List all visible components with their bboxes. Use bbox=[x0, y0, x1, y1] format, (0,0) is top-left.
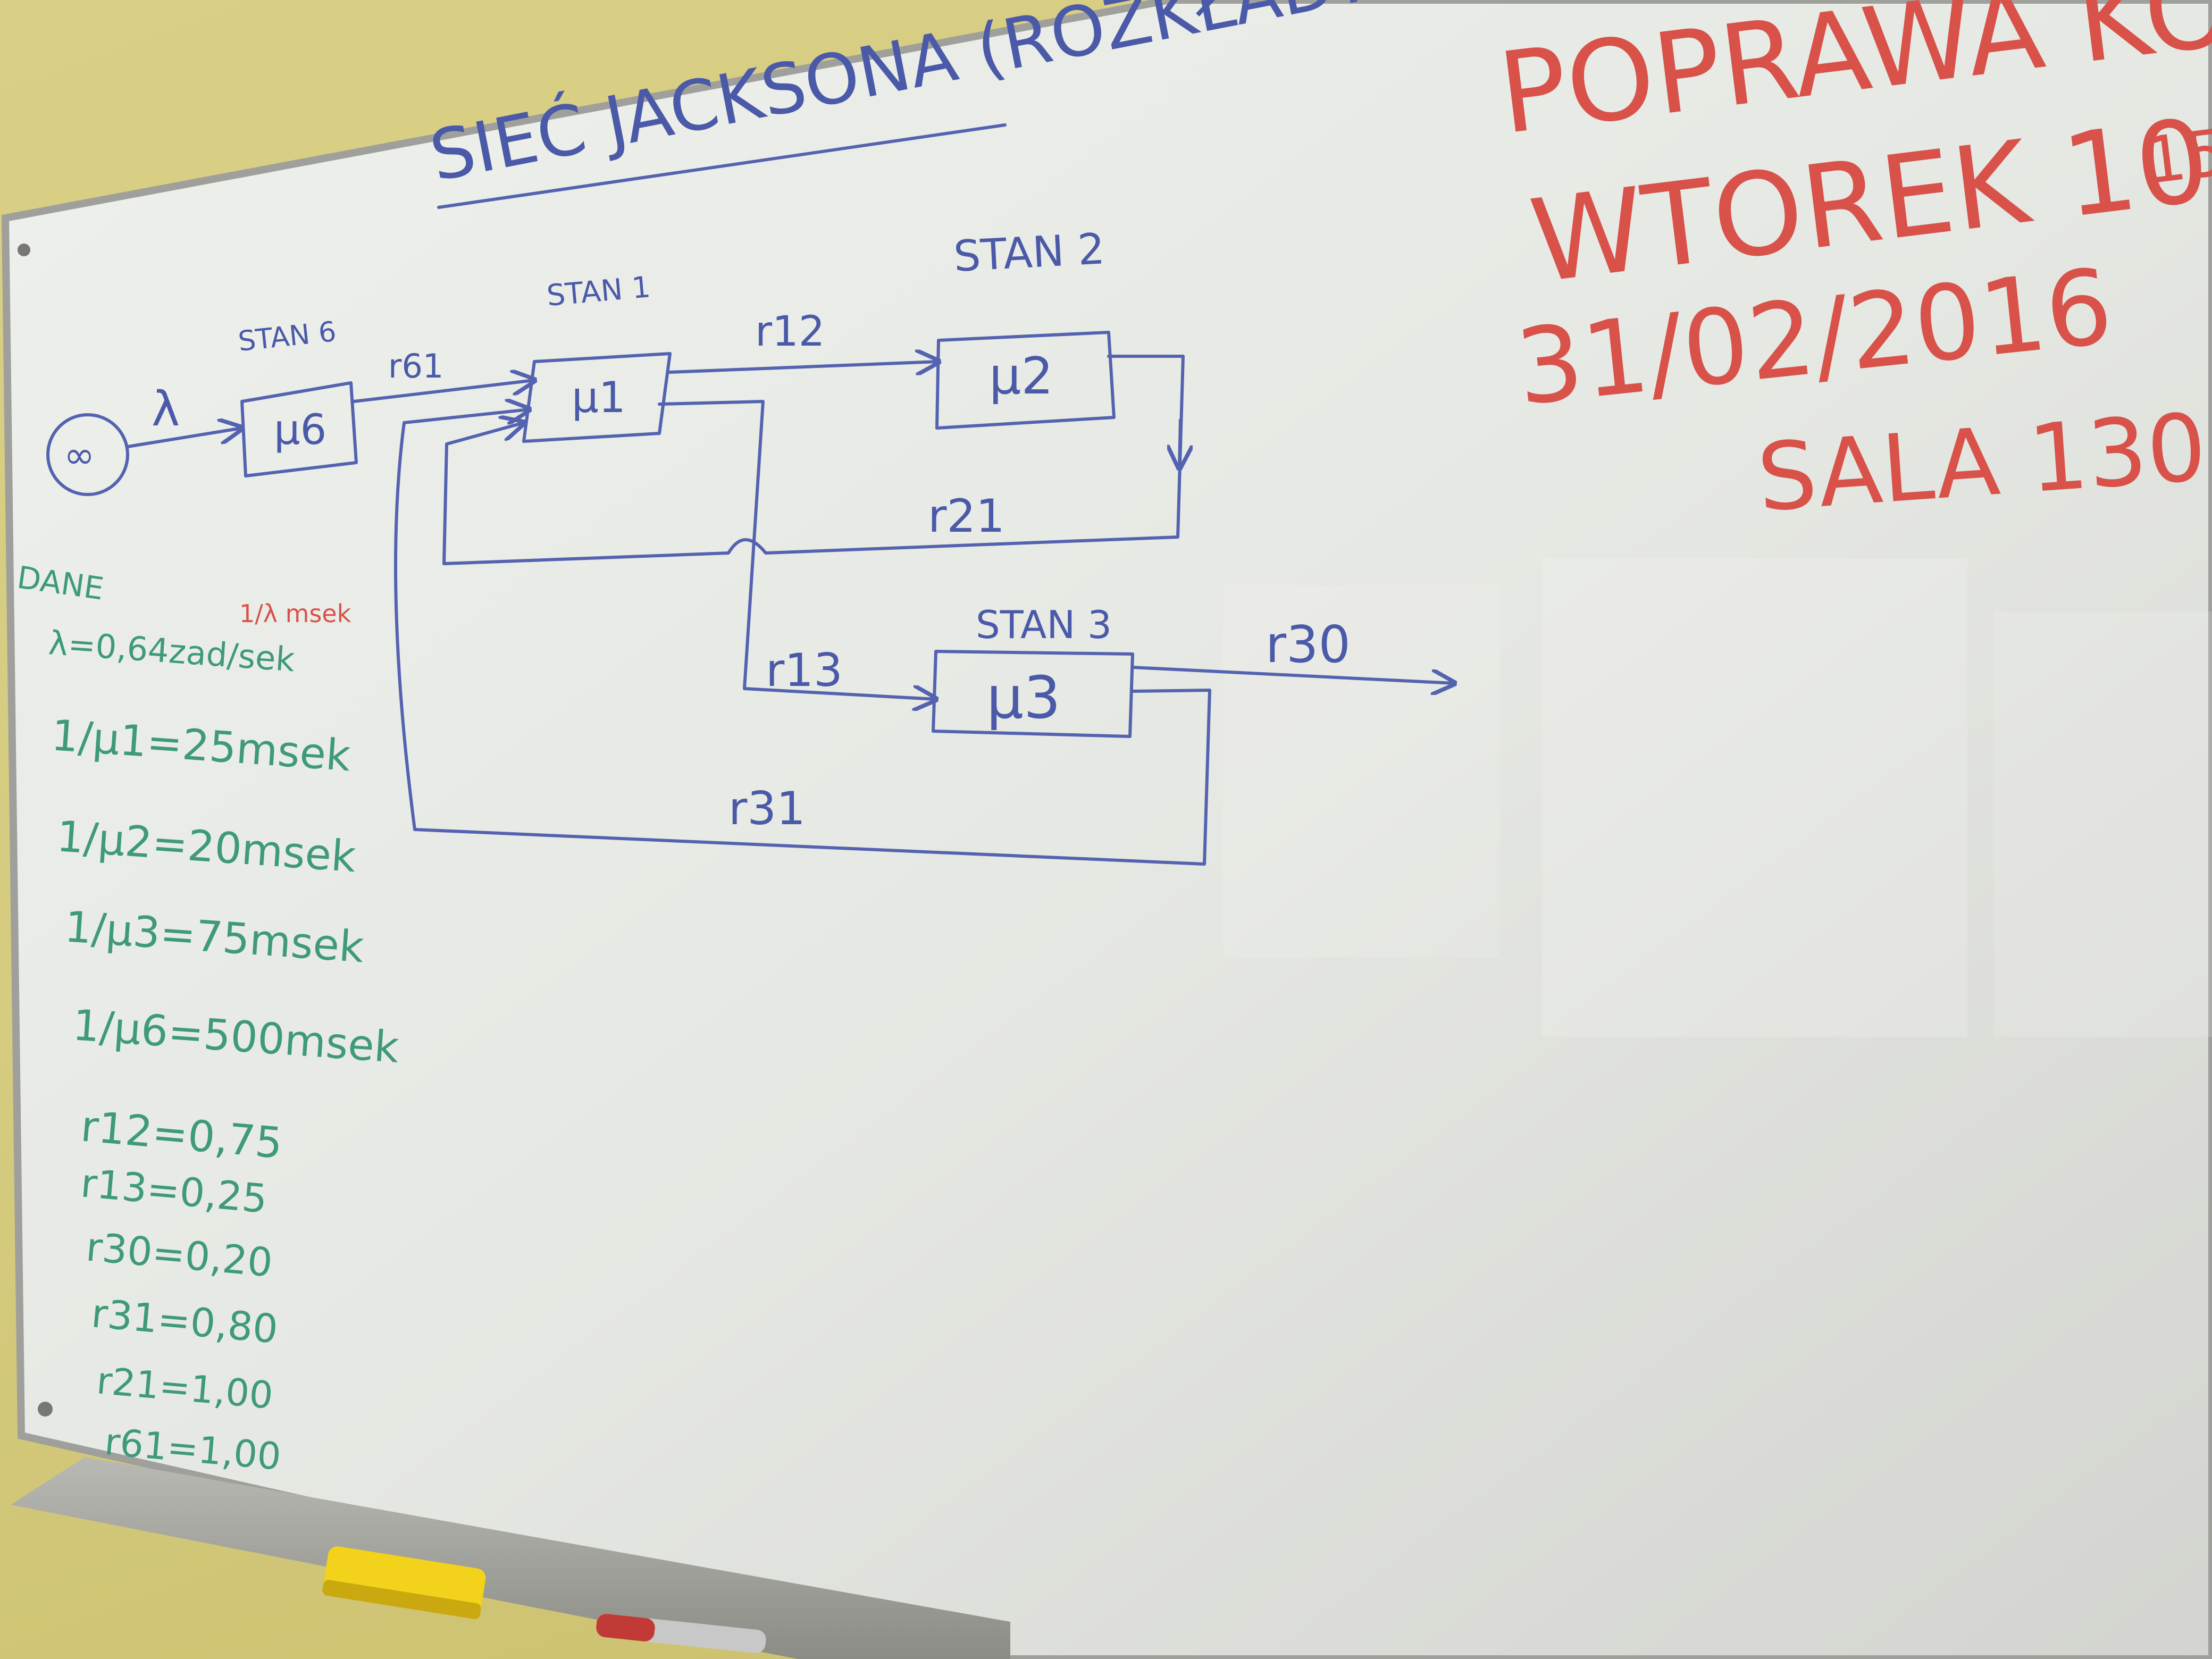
arrival-arrow bbox=[126, 428, 242, 448]
notice-line-2-superscript: 15 bbox=[2141, 115, 2212, 199]
state-2-label: STAN 2 bbox=[952, 224, 1106, 281]
mount-screw bbox=[18, 244, 30, 256]
state-3-label: STAN 3 bbox=[976, 602, 1112, 647]
edge-r21-label: r21 bbox=[928, 490, 1005, 543]
state-1-mu: μ1 bbox=[572, 373, 626, 422]
marker-tray bbox=[11, 1457, 1010, 1659]
edge-r21 bbox=[442, 355, 1185, 565]
lambda-label: λ bbox=[152, 381, 180, 437]
edge-r21-down-arrow bbox=[1179, 418, 1180, 468]
source-node-label: ∞ bbox=[64, 433, 95, 477]
edge-r13 bbox=[658, 400, 936, 699]
window-reflection bbox=[1223, 585, 1499, 957]
state-6-mu: μ6 bbox=[274, 406, 326, 454]
state-6-box bbox=[240, 381, 358, 477]
window-reflection bbox=[1542, 558, 1967, 1037]
edge-r31 bbox=[394, 409, 1211, 866]
edge-r30 bbox=[1131, 666, 1454, 683]
edge-r30-label: r30 bbox=[1266, 616, 1351, 674]
state-2-box bbox=[935, 331, 1116, 430]
window-reflection bbox=[1994, 611, 2212, 1037]
edge-r61-label: r61 bbox=[388, 347, 443, 386]
red-marker bbox=[596, 1614, 766, 1653]
given-lambda-note: 1/λ msek bbox=[239, 599, 351, 628]
state-3-box bbox=[932, 650, 1134, 738]
state-3-mu: μ3 bbox=[986, 664, 1061, 732]
state-2-mu: μ2 bbox=[989, 347, 1053, 406]
edge-r12-label: r12 bbox=[755, 308, 825, 356]
edge-r13-label: r13 bbox=[766, 644, 843, 697]
edge-r61 bbox=[352, 380, 534, 403]
eraser bbox=[322, 1546, 486, 1619]
edge-r31-label: r31 bbox=[728, 782, 806, 835]
title-underline bbox=[437, 123, 1007, 209]
edge-r12 bbox=[668, 362, 939, 372]
mount-screw bbox=[38, 1402, 53, 1417]
source-node bbox=[46, 413, 129, 496]
